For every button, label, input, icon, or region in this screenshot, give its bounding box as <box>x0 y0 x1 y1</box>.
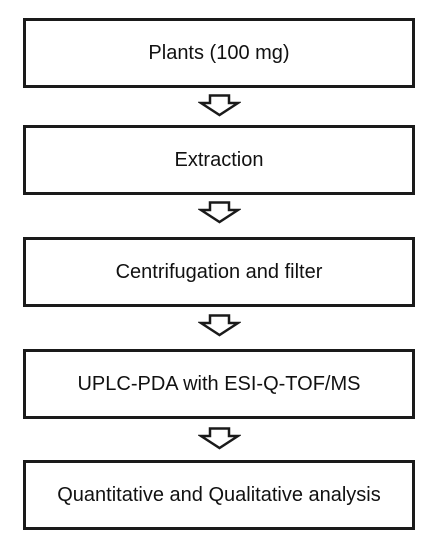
down-arrow-icon <box>198 427 241 450</box>
step-box-plants: Plants (100 mg) <box>23 18 415 88</box>
step-box-extraction: Extraction <box>23 125 415 195</box>
down-arrow-icon <box>198 314 241 337</box>
step-label: Extraction <box>174 148 264 171</box>
step-label: Quantitative and Qualitative analysis <box>57 483 381 506</box>
down-arrow-icon <box>198 94 241 117</box>
step-label: Centrifugation and filter <box>115 260 323 283</box>
step-box-centrifugation: Centrifugation and filter <box>23 237 415 307</box>
down-arrow-icon <box>198 201 241 224</box>
step-label: UPLC-PDA with ESI-Q-TOF/MS <box>77 372 361 395</box>
step-label: Plants (100 mg) <box>148 41 290 64</box>
step-box-analysis: Quantitative and Qualitative analysis <box>23 460 415 530</box>
step-box-uplc: UPLC-PDA with ESI-Q-TOF/MS <box>23 349 415 419</box>
